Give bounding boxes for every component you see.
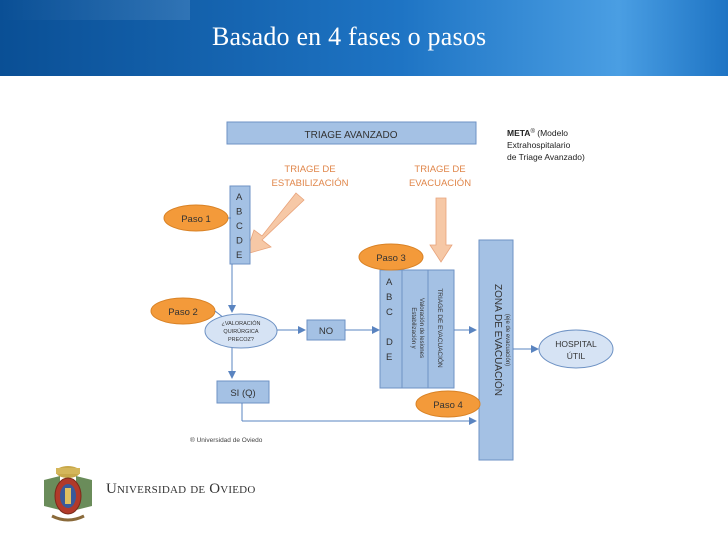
abcde-letter: D (236, 236, 243, 247)
valoracion-line3: PRECOZ? (228, 337, 254, 343)
university-logo-icon (44, 466, 92, 522)
estab-line2: Valoración de lesiones (418, 298, 424, 358)
banner-box (226, 121, 477, 145)
triage-estab-line2: ESTABILIZACIÓN (272, 178, 349, 189)
si-label: SI (Q) (230, 388, 255, 399)
triage-estab-line1: TRIAGE DE (284, 164, 335, 175)
abcde-letter: E (236, 250, 242, 261)
estab-line1: Estabilización y (410, 307, 416, 348)
meta-bold: META (507, 128, 530, 138)
paso2-label: Paso 2 (168, 307, 198, 318)
paso3-label: Paso 3 (376, 253, 406, 264)
abcde-letter: C (236, 221, 243, 232)
meta-line2: Extrahospitalario (507, 140, 571, 150)
triage-evac-box (427, 269, 455, 389)
meta-line1: (Modelo (535, 128, 568, 138)
abcde-letter: A (236, 192, 243, 203)
abcde-box (229, 185, 251, 265)
zona-box (478, 239, 514, 461)
footnote: ® Universidad de Oviedo (190, 436, 263, 444)
zona-label: ZONA DE EVACUACIÓN (492, 284, 505, 396)
valoracion-ellipse (204, 313, 278, 349)
meta-reg: ® (530, 128, 535, 135)
abcde2-letter: A (386, 277, 393, 288)
abcde2-letter: D (386, 337, 393, 348)
slide-title: Basado en 4 fases o pasos (212, 22, 487, 51)
triage-evac-vertical: TRIAGE DE EVACUACIÓN (436, 288, 445, 368)
university-name: Universidad de Oviedo (106, 481, 256, 497)
estab-box (401, 269, 429, 389)
meta-label: META® (Modelo (507, 128, 568, 138)
hospital-line2: ÚTIL (567, 351, 586, 361)
slide-header: Basado en 4 fases o pasos (0, 0, 728, 76)
abcde2-letters: ABC DE (386, 277, 393, 363)
hospital-ellipse (538, 329, 614, 369)
triage-evac-line2: EVACUACIÓN (409, 178, 471, 189)
header-decoration (0, 0, 190, 20)
banner-label: TRIAGE AVANZADO (305, 130, 398, 141)
paso4-ellipse (415, 390, 481, 418)
triage-evac-line1: TRIAGE DE (414, 164, 465, 175)
meta-line3: de Triage Avanzado) (507, 152, 585, 162)
abcde2-letter: E (386, 352, 392, 363)
abcde2-letter: C (386, 307, 393, 318)
abcde2-letter: B (386, 292, 392, 303)
abcde-letter: B (236, 207, 242, 218)
hospital-line1: HOSPITAL (555, 339, 597, 349)
no-label: NO (319, 326, 333, 337)
zona-sub-label: (eje de evacuación) (504, 314, 510, 366)
valoracion-line1: ¿VALORACIÓN (221, 320, 260, 327)
valoracion-line2: QUIRÚRGICA (223, 328, 258, 335)
estab-arrow (245, 192, 305, 255)
paso4-label: Paso 4 (433, 400, 463, 411)
paso1-label: Paso 1 (181, 214, 211, 225)
si-box (216, 380, 270, 404)
evac-arrow (429, 197, 453, 263)
paso3-ellipse (358, 243, 424, 271)
